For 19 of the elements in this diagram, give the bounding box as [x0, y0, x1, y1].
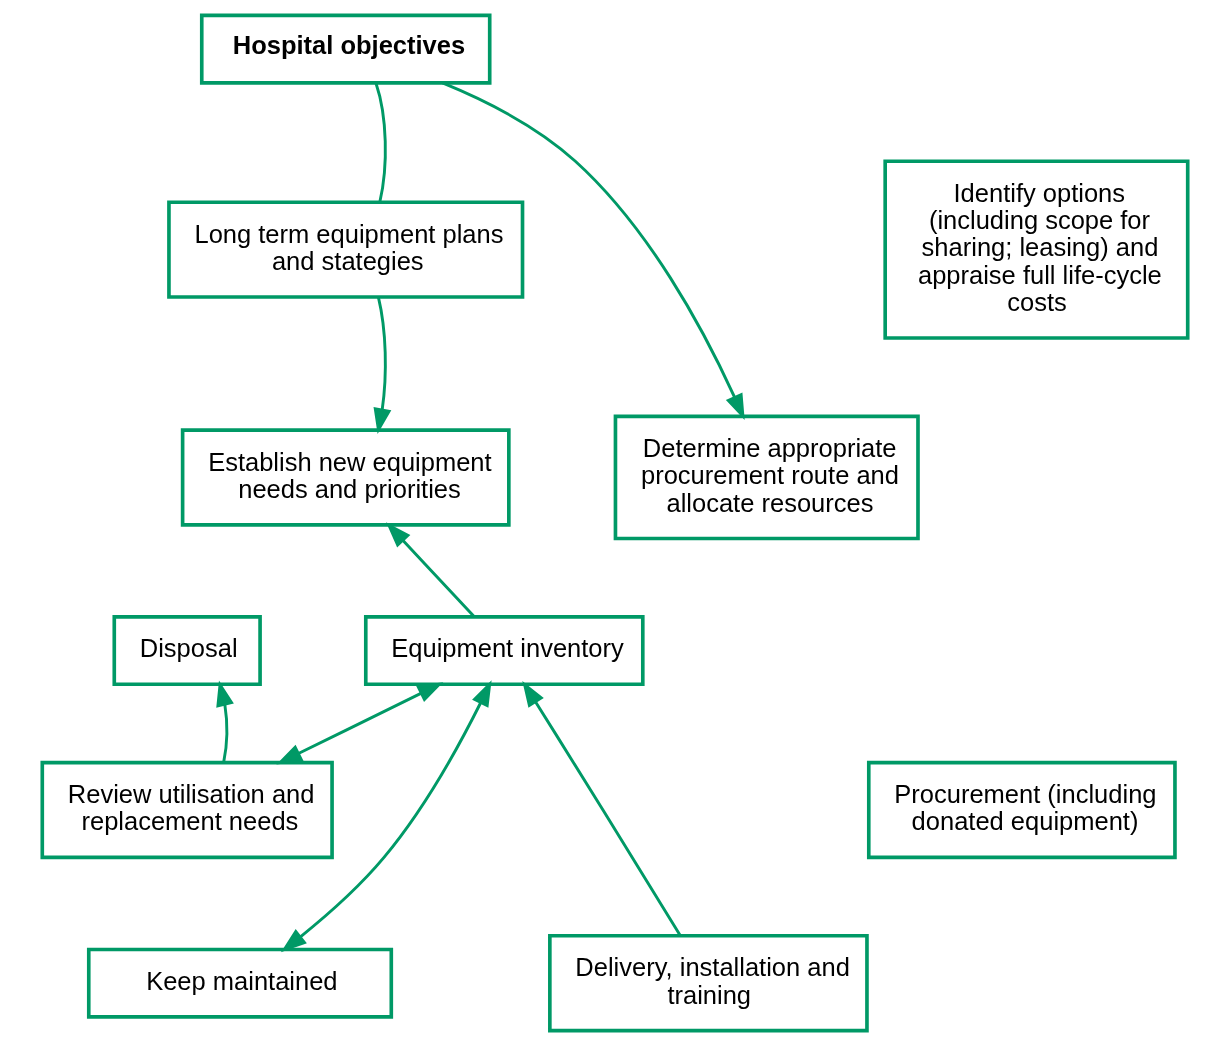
- node-box: Delivery, installation and training: [547, 933, 869, 1033]
- node-box: Disposal: [111, 615, 262, 687]
- node-box: Keep maintained: [86, 947, 393, 1019]
- node-box: Establish new equipment needs and priorities: [180, 428, 511, 527]
- node-box: Identify options (including scope for sharing; leasing) and appraise full life-cycle costs: [882, 159, 1190, 340]
- arrow: [441, 81, 745, 420]
- connector: [374, 83, 387, 203]
- node-box: Procurement (including donated equipment): [866, 760, 1177, 860]
- node-box: Review utilisation and replacement needs: [39, 760, 334, 860]
- node-box: Hospital objectives: [199, 13, 492, 85]
- node-box: Long term equipment plans and stategies: [166, 200, 524, 299]
- node-box: Determine appropriate procurement route and allocate resources: [613, 414, 920, 541]
- arrow: [521, 680, 681, 936]
- arrow: [215, 680, 234, 763]
- arrow: [280, 680, 492, 953]
- arrow: [373, 297, 391, 435]
- arrow: [385, 522, 475, 618]
- arrow: [275, 682, 443, 765]
- node-box: Equipment inventory: [363, 615, 645, 687]
